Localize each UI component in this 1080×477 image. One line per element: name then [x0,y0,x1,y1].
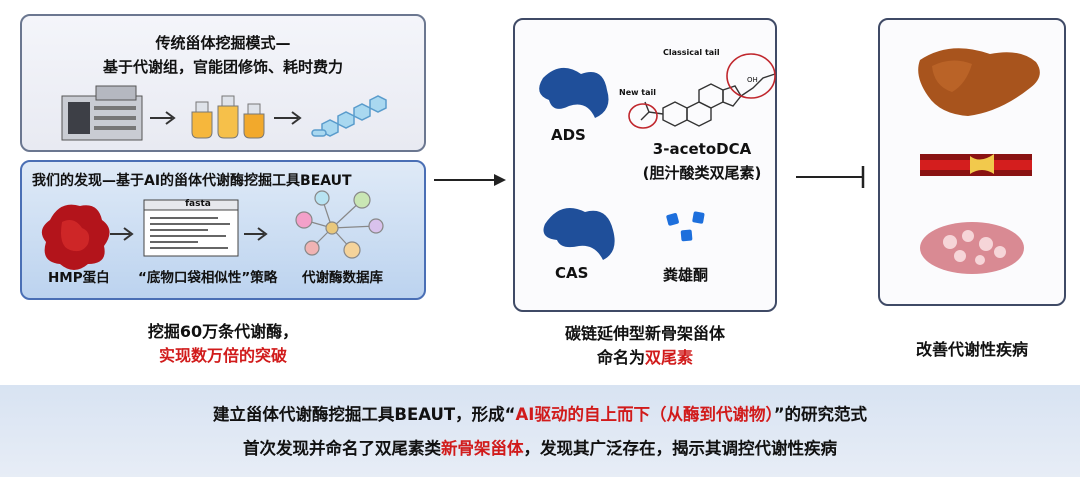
enzyme-database-label: 代谢酶数据库 [302,270,383,286]
liver-icon [918,48,1040,117]
beaut-workflow-illustration [41,190,384,270]
new-tail-label: New tail [619,88,657,97]
oh-label: OH [747,76,758,84]
disease-panel [878,18,1066,306]
beaut-discovery-panel: 我们的发现—基于AI的甾体代谢酶挖掘工具BEAUT [20,160,426,300]
ads-enzyme-icon [539,67,609,118]
traditional-title-line2: 基于代谢组，官能团修饰、耗时费力 [102,58,343,76]
classical-tail-label: Classical tail [663,48,720,57]
left-caption-line1: 挖掘60万条代谢酶， [147,322,299,341]
compound-name-label: 3-acetoDCA [652,140,752,158]
cas-enzyme-icon [543,208,615,260]
arrow-icon [110,227,134,241]
banner-line1-highlight: AI驱动的自上而下（从酶到代谢物） [515,405,774,424]
disease-illustration [918,48,1040,274]
banner-line2-b: ，发现其广泛存在，揭示其调控代谢性疾病 [523,439,838,458]
fasta-label: fasta [185,199,211,209]
banner-line2-a: 首次发现并命名了双尾素类 [243,439,441,458]
middle-illustration [539,53,776,260]
banner-line1-a: 建立甾体代谢酶挖掘工具BEAUT，形成“ [212,405,516,424]
flow-arrow-icon [434,174,506,186]
banner-line2-highlight: 新骨架甾体 [441,439,524,458]
ads-label: ADS [551,126,586,144]
traditional-title-line1: 传统甾体挖掘模式— [155,34,291,52]
compound-chinese-label: (胆汁酸类双尾素) [642,164,762,182]
middle-caption-line1: 碳链延伸型新骨架甾体 [564,324,725,343]
cas-label: CAS [555,264,589,282]
new-skeleton-panel: Classical tail New tail OH ADS 3-acetoDC… [513,18,777,312]
left-caption-line2: 实现数万倍的突破 [158,346,287,365]
summary-banner: 建立甾体代谢酶挖掘工具BEAUT，形成“AI驱动的自上而下（从酶到代谢物）”的研… [0,385,1080,477]
blood-vessel-icon [920,154,1032,176]
adipose-tissue-icon [920,222,1024,274]
banner-line1: 建立甾体代谢酶挖掘工具BEAUT，形成“AI驱动的自上而下（从酶到代谢物）”的研… [0,401,1080,425]
hmp-protein-label: HMP蛋白 [48,270,110,286]
protein-structure-icon [41,204,110,270]
arrow-icon [244,227,268,241]
traditional-mining-panel: 传统甾体挖掘模式— 基于代谢组，官能团修饰、耗时费力 [20,14,426,152]
arrow-icon [274,111,302,125]
enzyme-database-icon [295,190,384,259]
middle-caption-prefix: 命名为 [596,348,645,367]
banner-line2: 首次发现并命名了双尾素类新骨架甾体，发现其广泛存在，揭示其调控代谢性疾病 [0,435,1080,459]
banner-line1-b: ”的研究范式 [773,405,868,424]
middle-caption-line2: 命名为双尾素 [513,344,777,368]
flasks-icon [191,95,265,139]
discovery-title: 我们的发现—基于AI的甾体代谢酶挖掘工具BEAUT [32,173,352,189]
pocket-similarity-strategy-label: “底物口袋相似性”策略 [138,270,278,286]
androsterone-cubes-icon [666,211,705,242]
3-acetodca-structure-icon [628,53,776,129]
lab-instrument-icon [61,85,143,141]
androsterone-label: 粪雄酮 [663,266,709,284]
fasta-document [143,199,239,257]
molecule-icon [311,95,387,137]
traditional-workflow-illustration [61,85,387,141]
right-caption: 改善代谢性疾病 [915,340,1028,359]
inhibition-arrow-icon [796,166,865,188]
double-tail-highlight: 双尾素 [645,348,694,367]
arrow-icon [150,111,176,125]
